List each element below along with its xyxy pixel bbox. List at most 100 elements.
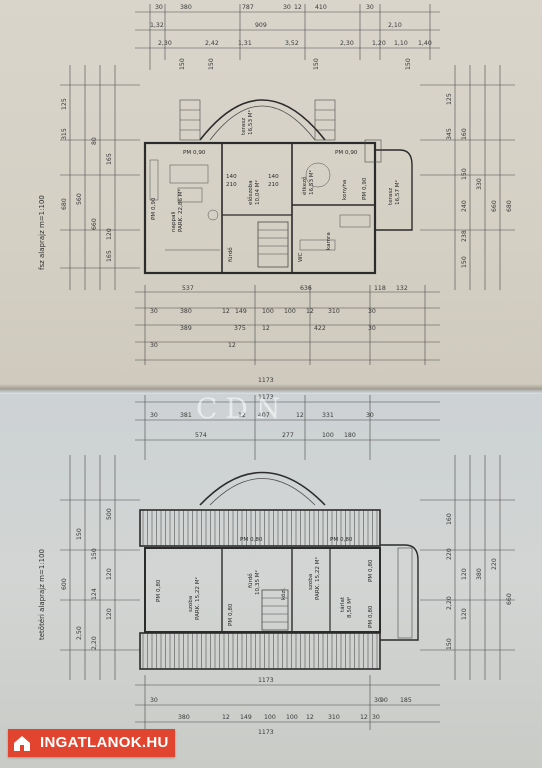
opening-label: 140 [226,174,237,180]
dim-label: 12 [294,4,302,11]
dim-label: 100 [284,308,296,315]
attic-plan-title: tetőtéri alaprajz m=1:100 [37,549,46,640]
dim-label: 680 [61,198,68,210]
room-label: terasz [241,118,247,135]
dim-label: 909 [255,22,267,29]
dim-label: 120 [106,568,113,580]
room-label: szoba [308,574,314,590]
dim-label: 150 [446,638,453,650]
room-label: WC [298,252,304,262]
attic-floor-plan [60,395,515,730]
dim-label: 30 [150,342,158,349]
dim-label: 180 [344,432,356,439]
dim-label: 100 [264,714,276,721]
dim-label: 660 [491,200,498,212]
dim-label: 160 [446,513,453,525]
room-area: PARK. 22,86 M² [177,189,184,232]
dim-label: 375 [234,325,246,332]
room-area: PARK. 15,22 M² [314,557,321,600]
dim-label: 100 [262,308,274,315]
dim-label: 150 [405,58,412,70]
roof-hatching [142,510,378,669]
dim-label: 100 [322,432,334,439]
dim-label: 2,30 [340,40,354,47]
dim-label: 407 [258,412,270,419]
dim-label: 2,20 [446,596,453,610]
room-label: konyha [342,180,348,200]
dim-label: 680 [506,200,513,212]
dim-label: 1173 [258,677,274,684]
dim-label: 132 [396,285,408,292]
logo-text: INGATLANOK.HU [36,729,175,757]
dim-label: 30 [368,308,376,315]
dim-label: 240 [461,200,468,212]
ingatlanok-logo[interactable]: INGATLANOK.HU [8,729,175,757]
dim-label: 150 [208,58,215,70]
dim-label: 165 [106,250,113,262]
opening-label: 140 [268,174,279,180]
dim-label: 12 [262,325,270,332]
dim-label: 120 [106,228,113,240]
dim-label: 150 [179,58,186,70]
dim-label: 660 [91,218,98,230]
dim-label: 30 [155,4,163,11]
top-floor-plan [60,4,515,365]
dim-label: 636 [300,285,312,292]
room-label: fürdő [248,573,254,588]
house-icon [8,729,36,757]
dim-label: 30 [150,697,158,704]
opening-label: PM 0,80 [228,603,234,626]
dim-label: 160 [461,128,468,140]
opening-label: PM 0,80 [240,537,263,543]
dim-label: 381 [180,412,192,419]
opening-label: PM 0,90 [183,150,206,156]
dim-label: 315 [61,128,68,140]
dim-label: 2,30 [158,40,172,47]
dim-label: 12 [228,342,236,349]
dim-label: 2,10 [388,22,402,29]
dim-label: 12 [360,714,368,721]
dim-label: 125 [61,98,68,110]
dim-label: 3,52 [285,40,299,47]
dim-label: 2,50 [76,626,83,640]
dim-label: 1173 [258,729,274,736]
attic-plan-labels: tetőtéri alaprajz m=1:100 1173 30 381 12… [37,394,513,736]
room-area: 16,57 M² [394,180,401,205]
dim-label: 380 [180,308,192,315]
dim-label: 124 [91,588,98,600]
dim-label: 310 [328,714,340,721]
dim-label: 220 [446,548,453,560]
dim-label: 12 [222,308,230,315]
dim-label: 1,32 [150,22,164,29]
dim-label: 277 [282,432,294,439]
dim-label: 380 [178,714,190,721]
watermark: CDN [196,392,289,425]
dim-label: 1,31 [238,40,252,47]
room-area: PARK. 15,22 M² [194,577,201,620]
dim-label: 150 [461,256,468,268]
dim-label: 185 [400,697,412,704]
dim-label: 120 [461,568,468,580]
room-area: 10,35 M² [254,570,261,595]
dim-label: 787 [242,4,254,11]
dim-label: 500 [106,508,113,520]
dim-label: 30 [283,4,291,11]
opening-label: PM 0,80 [368,559,374,582]
dim-label: 12 [306,308,314,315]
dim-label: 380 [476,568,483,580]
room-area: 10,04 M² [254,180,261,205]
room-label: előszoba [248,180,254,205]
dim-label: 30 [150,412,158,419]
opening-label: PM 0,90 [151,197,157,220]
dim-label: 537 [182,285,194,292]
dim-label: 12 [238,412,246,419]
dim-label: 165 [106,153,113,165]
room-label: nappali [171,211,177,232]
room-area: 16,53 M² [247,110,254,135]
room-area: 8,50 M² [346,597,353,618]
dim-label: 30 [374,697,382,704]
dim-label: 1,40 [418,40,432,47]
dim-label: 380 [180,4,192,11]
room-label: fürdő [228,247,234,262]
dim-label: 150 [91,548,98,560]
